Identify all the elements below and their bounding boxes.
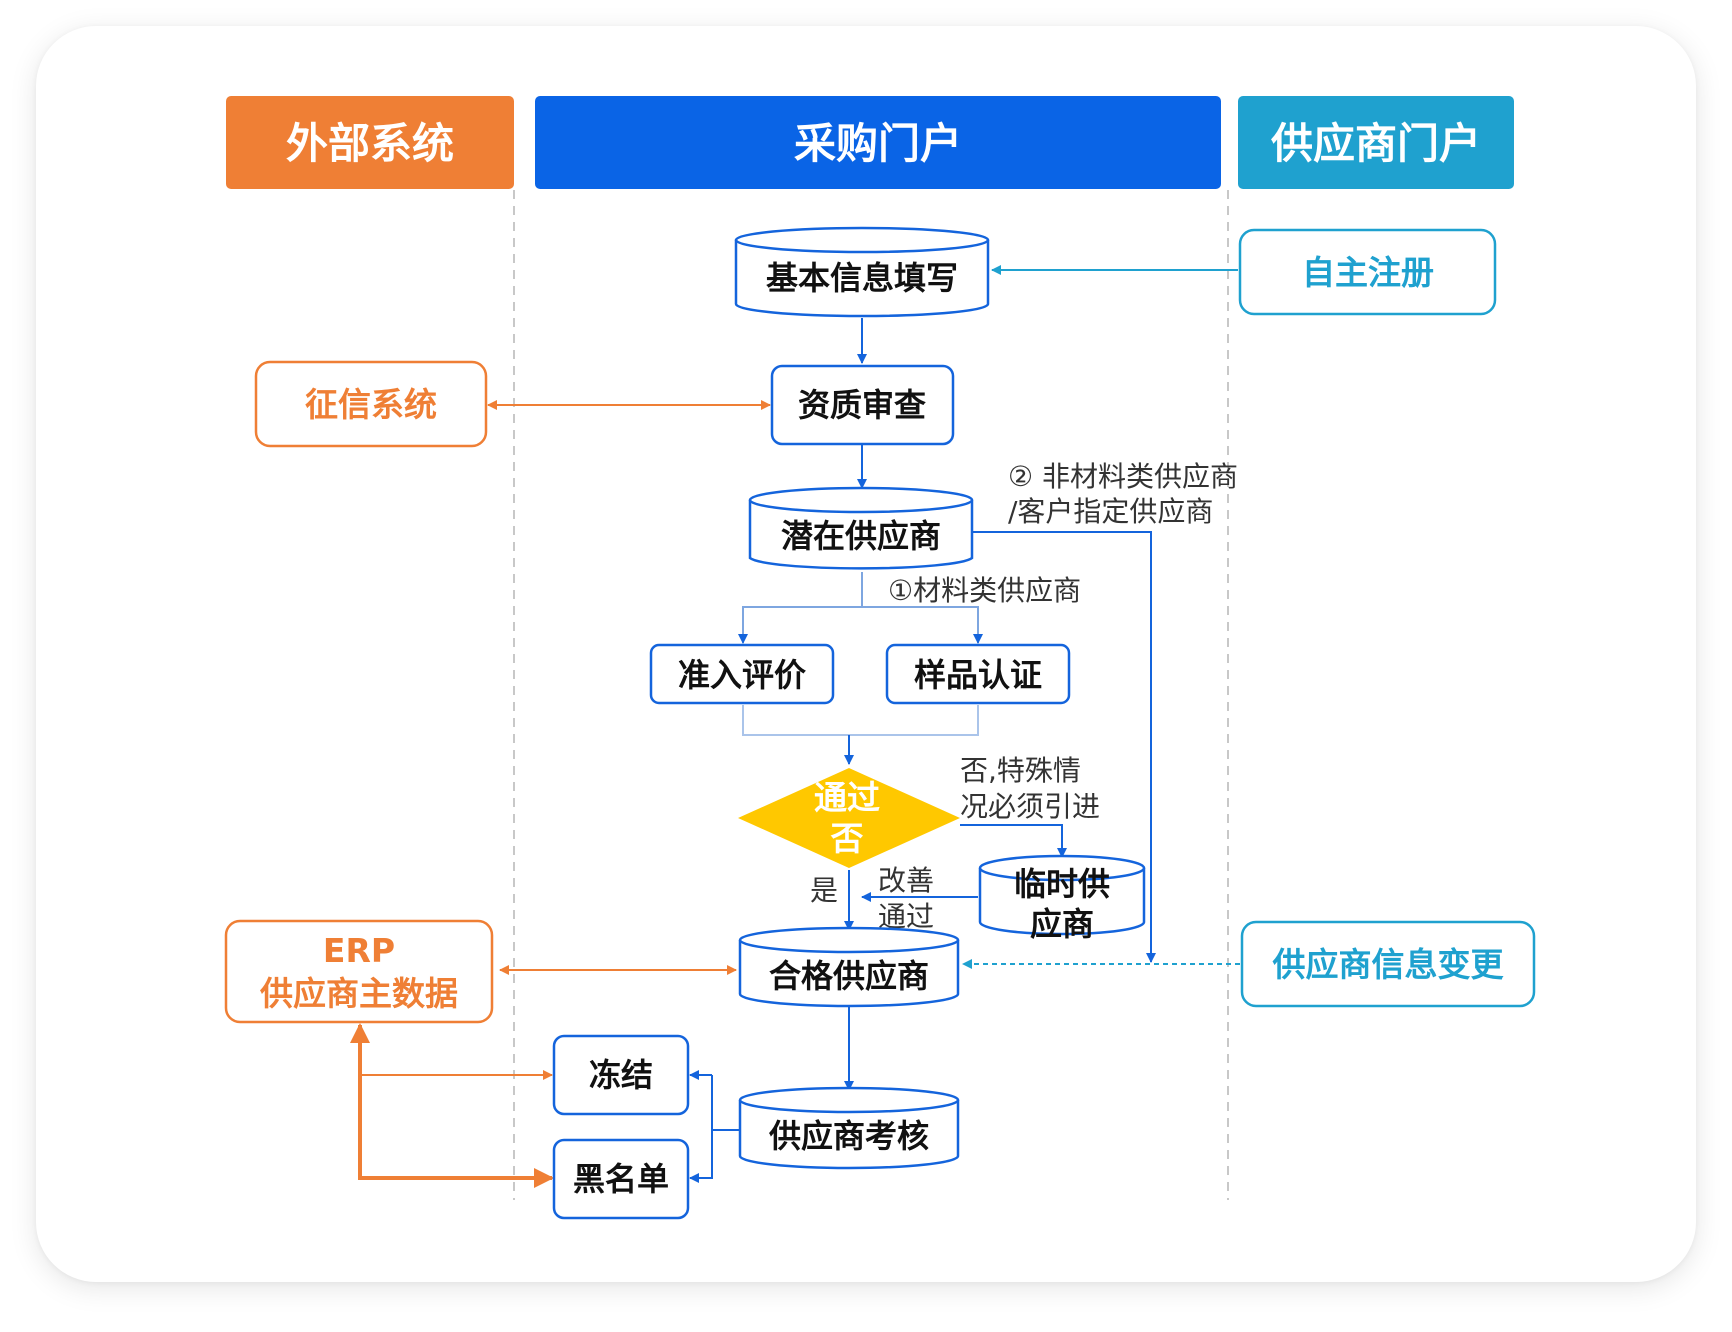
node-admission-eval: 准入评价 [649,643,835,705]
node-supplier-info-change-label: 供应商信息变更 [1273,945,1505,984]
node-qualified-supplier-label: 合格供应商 [769,957,929,995]
node-erp-line1: ERP [323,931,395,970]
connector-potential-to-sample [862,606,983,644]
label-no-special-line2: 况必须引进 [960,790,1100,823]
node-freeze-label: 冻结 [589,1056,653,1094]
node-supplier-assessment: 供应商考核 [738,1086,960,1170]
node-qualified-supplier: 合格供应商 [738,926,960,1008]
node-basic-info: 基本信息填写 [734,226,990,318]
decision-pass: 通过 否 [738,768,960,868]
label-material: ①材料类供应商 [888,574,1081,607]
node-potential-supplier: 潜在供应商 [748,486,974,570]
node-supplier-info-change: 供应商信息变更 [1240,920,1536,1008]
node-credit-system: 征信系统 [254,360,488,448]
node-self-register-label: 自主注册 [1302,253,1434,292]
connector-assessment-branch [711,1075,740,1131]
connector-nonmaterial-route [973,531,1156,963]
node-supplier-assessment-label: 供应商考核 [769,1117,929,1155]
header-supplier-portal-label: 供应商门户 [1271,119,1481,168]
label-no-special-line1: 否,特殊情 [960,754,1081,787]
node-blacklist-label: 黑名单 [573,1160,669,1198]
node-erp-master-data: ERP 供应商主数据 [224,919,494,1024]
connector-admission-merge [742,705,979,736]
header-procurement-label: 采购门户 [794,119,962,168]
label-non-material-line2: /客户指定供应商 [1008,495,1213,528]
header-external-system: 外部系统 [226,96,514,189]
node-temp-supplier: 临时供 应商 [978,854,1146,943]
header-supplier-portal: 供应商门户 [1238,96,1514,189]
label-improve-line1: 改善 [878,864,934,897]
node-credit-system-label: 征信系统 [305,385,437,424]
node-sample-cert: 样品认证 [885,643,1071,705]
decision-pass-line2: 否 [831,819,864,858]
header-external-label: 外部系统 [286,119,454,168]
node-self-register: 自主注册 [1238,228,1497,316]
connector-erp-to-blacklist [350,1023,554,1188]
node-sample-cert-label: 样品认证 [914,656,1042,694]
node-potential-supplier-label: 潜在供应商 [781,517,941,555]
node-temp-supplier-line1: 临时供 [1014,865,1110,903]
node-blacklist: 黑名单 [552,1138,690,1220]
decision-pass-line1: 通过 [814,778,880,817]
node-temp-supplier-line2: 应商 [1030,905,1094,943]
node-qualification-review: 资质审查 [770,364,955,446]
connector-decision-to-temp [960,824,1067,858]
label-non-material-line1: ② 非材料类供应商 [1008,460,1238,493]
node-erp-line2: 供应商主数据 [260,974,458,1013]
node-admission-eval-label: 准入评价 [678,656,806,694]
label-yes: 是 [810,874,838,907]
node-qualification-review-label: 资质审查 [798,386,926,424]
connector-assessment-to-blacklist [689,1130,713,1183]
node-freeze: 冻结 [552,1034,690,1116]
connector-potential-to-admission [738,572,863,644]
node-basic-info-label: 基本信息填写 [766,259,958,297]
header-procurement-portal: 采购门户 [535,96,1221,189]
